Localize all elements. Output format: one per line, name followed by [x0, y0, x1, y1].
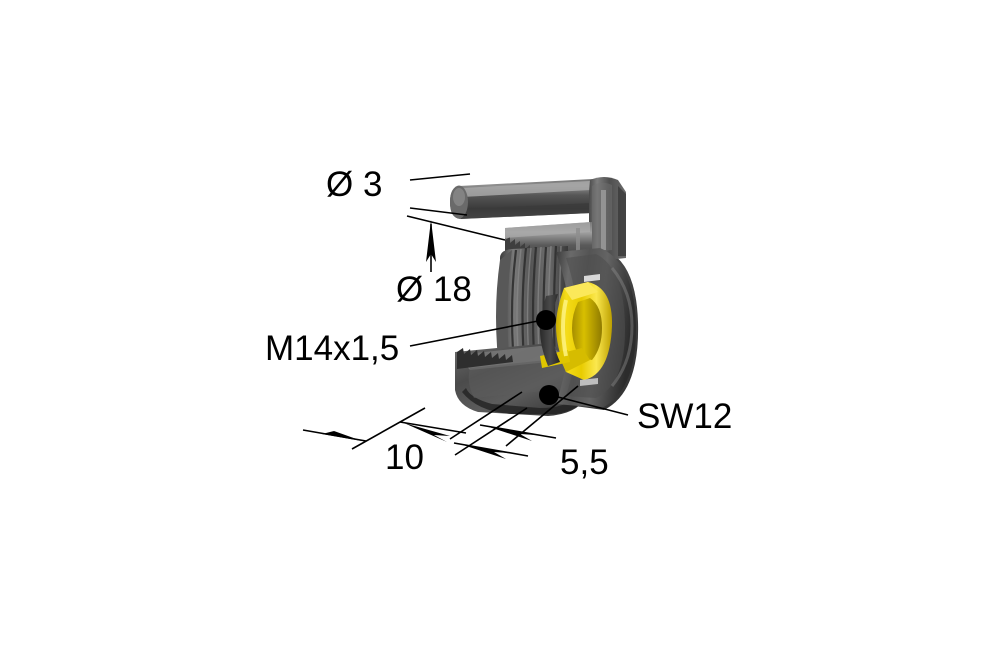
len55-label: 5,5 [560, 443, 609, 482]
len55-arrow-lower [460, 444, 510, 459]
brass-ring-bore [572, 298, 602, 360]
dia18-extension-line [406, 215, 506, 241]
hex-head-rim-highlight [610, 267, 634, 387]
annotation-dia3: Ø 3 [326, 165, 471, 216]
dia18-arrow-head [426, 220, 436, 262]
upper-shank-notch [576, 228, 580, 260]
len10-label: 10 [385, 438, 424, 477]
inlet-tube-end-highlight [453, 188, 465, 206]
brass-highlight-arc [561, 299, 568, 357]
part-assembly [450, 177, 639, 416]
dia3-leader-upper [409, 173, 471, 181]
len55-ext-left [454, 407, 528, 456]
upper-shank-highlight [505, 222, 590, 238]
flange-thread-teeth [457, 348, 513, 369]
sw12-dot-marker [539, 385, 559, 405]
len55-arrow-upper [486, 426, 536, 441]
dia18-label: Ø 18 [396, 270, 472, 309]
rim-mark-top [584, 274, 600, 282]
brass-cut-top [564, 282, 598, 300]
len10-ext-left [351, 407, 426, 450]
m14-leader-line [409, 320, 539, 347]
len10-arrow-right [404, 423, 450, 442]
m14-dot-marker [536, 310, 556, 330]
annotation-len55: 5,5 [453, 385, 609, 482]
sw12-leader-line [557, 396, 629, 416]
len10-dimline-right [399, 421, 467, 434]
sw12-label: SW12 [637, 397, 732, 436]
annotation-m14: M14x1,5 [265, 310, 556, 368]
flange-left-threads [457, 348, 513, 369]
m14-label: M14x1,5 [265, 329, 399, 368]
inlet-tube-shadow [461, 202, 613, 219]
cap-block-right-shade [618, 186, 626, 256]
inlet-tube-highlight [456, 180, 609, 197]
cap-block-groove [601, 190, 606, 250]
tube-cap-block [589, 177, 626, 262]
rim-marks [580, 274, 600, 386]
dia3-label: Ø 3 [326, 165, 382, 204]
len10-ext-right [449, 391, 523, 440]
inlet-tube [450, 178, 614, 219]
len55-dimline-upper [479, 424, 557, 439]
annotation-sw12: SW12 [539, 385, 732, 436]
dia3-leader-lower [409, 207, 468, 216]
annotation-dia18: Ø 18 [396, 215, 506, 309]
annotation-len10: 10 [302, 391, 523, 477]
flange-bottom-shadow [462, 388, 586, 414]
brass-insert [540, 282, 613, 380]
rim-mark-bottom [580, 378, 598, 386]
len10-arrow-left [320, 426, 362, 441]
